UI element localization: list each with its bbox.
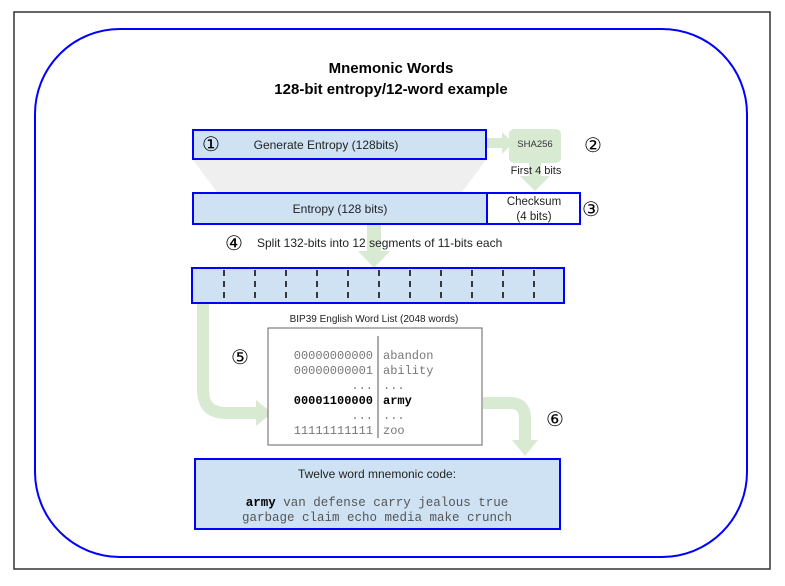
wordlist-bits: ...	[351, 379, 373, 393]
wordlist-word: ability	[383, 364, 433, 378]
mnemonic-title: Twelve word mnemonic code:	[298, 467, 456, 481]
step1-marker: ①	[202, 134, 220, 156]
title-line2: 128-bit entropy/12-word example	[274, 81, 507, 98]
wordlist-word: ...	[383, 409, 405, 423]
first-4-bits-label: First 4 bits	[511, 165, 562, 177]
wordlist-bits: 11111111111	[294, 424, 373, 438]
arrow-to-segments	[358, 225, 390, 268]
wordlist-box	[267, 327, 483, 446]
generate-entropy-box	[192, 129, 487, 160]
mnemonic-box	[194, 458, 561, 530]
checksum-line1: Checksum	[507, 196, 561, 208]
step5-marker: ⑤	[231, 347, 249, 369]
arrow-to-wordlist-head	[256, 400, 272, 426]
wordlist-bits: 00000000001	[294, 364, 373, 378]
sha256-box	[509, 129, 561, 163]
title-line1: Mnemonic Words	[329, 60, 454, 77]
step2-marker: ②	[584, 135, 602, 157]
arrow-to-mnemonic-head	[512, 440, 538, 456]
funnel-shape	[193, 160, 486, 192]
mnemonic-first-word: army	[246, 496, 277, 510]
wordlist-word: zoo	[383, 424, 405, 438]
sha256-label: SHA256	[517, 139, 552, 150]
checksum-line2: (4 bits)	[516, 211, 551, 223]
wordlist-bits: 00000000000	[294, 349, 373, 363]
arrow-to-wordlist	[197, 304, 258, 419]
arrow-sha256-to-checksum	[520, 163, 550, 191]
wordlist-word: army	[383, 394, 412, 408]
segments-bar	[191, 267, 565, 304]
wordlist-bits: ...	[351, 409, 373, 423]
arrow-to-sha256	[487, 132, 513, 154]
step6-marker: ⑥	[546, 409, 564, 431]
wordlist-title: BIP39 English Word List (2048 words)	[290, 314, 459, 325]
step3-marker: ③	[582, 199, 600, 221]
checksum-box	[486, 192, 581, 225]
mnemonic-line1-rest: van defense carry jealous true	[276, 496, 509, 510]
split-label: Split 132-bits into 12 segments of 11-bi…	[257, 236, 502, 250]
mnemonic-line2: garbage claim echo media make crunch	[242, 511, 512, 525]
mnemonic-line1: army van defense carry jealous true	[246, 496, 509, 510]
segment-dividers	[223, 270, 535, 302]
arrow-to-mnemonic	[483, 397, 531, 441]
generate-entropy-label: Generate Entropy (128bits)	[254, 138, 399, 152]
step4-marker: ④	[225, 233, 243, 255]
wordlist-word: ...	[383, 379, 405, 393]
wordlist-rows: 00000000000 abandon 00000000001 ability....…	[294, 349, 434, 438]
wordlist-bits: 00001100000	[294, 394, 373, 408]
wordlist-word: abandon	[383, 349, 433, 363]
entropy-label: Entropy (128 bits)	[293, 202, 388, 216]
